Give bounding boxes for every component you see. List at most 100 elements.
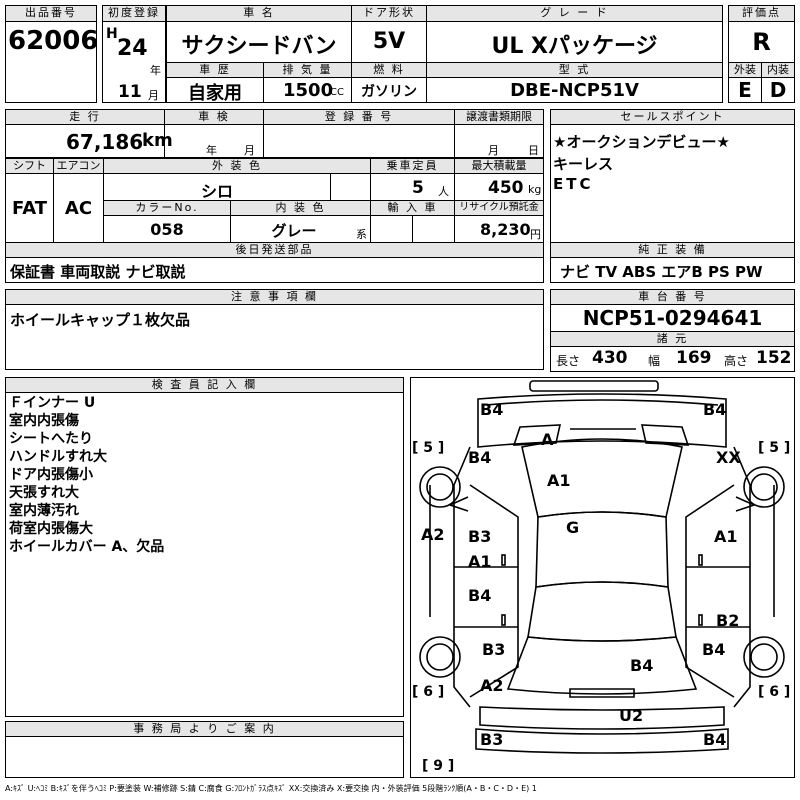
sales-header: セールスポイント xyxy=(550,109,795,125)
displacement: 1500 xyxy=(283,80,334,101)
transfer-month-unit: 月 xyxy=(488,144,499,157)
damage-mark: B3 xyxy=(482,640,506,659)
recycle-header: リサイクル預託金 xyxy=(454,200,544,216)
inspection-header: 車 検 xyxy=(164,109,264,125)
reg-month: 11 xyxy=(118,82,142,102)
score: R xyxy=(752,28,771,56)
color-divider xyxy=(330,173,331,201)
damage-mark: B4 xyxy=(630,656,654,675)
mileage-header: 走 行 xyxy=(5,109,165,125)
inspector-line: ドア内張傷小 xyxy=(9,467,93,483)
damage-diagram xyxy=(410,377,795,778)
tire-depth-front-right: [ 5 ] xyxy=(758,440,791,456)
inspection-month-unit: 月 xyxy=(244,144,255,157)
equipment: ナビ TV ABS エアB PS PW xyxy=(560,263,763,281)
capacity: 5 xyxy=(412,178,424,198)
chassis-no: NCP51-0294641 xyxy=(582,306,763,330)
score-header: 評価点 xyxy=(728,5,795,22)
tire-depth-rear-right: [ 6 ] xyxy=(758,684,791,700)
spec-header: 諸 元 xyxy=(550,331,795,347)
shift-header: シフト xyxy=(5,158,54,174)
lot-no-header: 出品番号 xyxy=(5,5,97,22)
color-no: 058 xyxy=(150,220,184,239)
office-cell xyxy=(5,736,404,778)
door: 5V xyxy=(372,29,406,54)
car-name: サクシードバン xyxy=(181,34,337,59)
int-header: 内装 xyxy=(761,62,795,78)
ac: AC xyxy=(64,198,93,219)
load-unit: kg xyxy=(528,183,542,196)
history-header: 車 歴 xyxy=(166,62,264,78)
color-no-header: カラーNo. xyxy=(103,200,231,216)
recycle: 8,230 xyxy=(480,220,531,239)
door-header: ドア形状 xyxy=(351,5,427,22)
inspector-cell xyxy=(5,392,404,717)
inspection-year-unit: 年 xyxy=(206,144,217,157)
notes: ホイールキャップ１枚欠品 xyxy=(10,311,191,329)
fuel: ガソリン xyxy=(361,84,417,100)
ship-cell xyxy=(5,257,544,283)
damage-mark: U2 xyxy=(619,706,644,725)
damage-mark: B4 xyxy=(468,586,492,605)
int-grade: D xyxy=(769,78,787,102)
width-label: 幅 xyxy=(648,354,661,368)
spec-cell xyxy=(550,346,795,372)
legend: A:ｷｽﾞ U:ﾍｺﾐ B:ｷｽﾞを伴うﾍｺﾐ P:要塗装 W:補修跡 S:錆 … xyxy=(5,784,537,793)
capacity-header: 乗車定員 xyxy=(370,158,455,174)
equip-cell xyxy=(550,257,795,283)
first-reg-cell xyxy=(102,21,166,103)
grade: UL Xパッケージ xyxy=(491,34,658,59)
model: DBE-NCP51V xyxy=(510,80,639,101)
length-label: 長さ xyxy=(556,354,581,368)
ship-parts: 保証書 車両取説 ナビ取説 xyxy=(10,263,186,281)
car-outline xyxy=(419,380,785,754)
year-unit: 年 xyxy=(150,64,161,77)
month-unit: 月 xyxy=(148,89,159,102)
damage-mark: B4 xyxy=(480,400,504,419)
damage-mark: A2 xyxy=(421,525,445,544)
inspector-line: シートへたり xyxy=(9,431,93,447)
capacity-unit: 人 xyxy=(438,185,449,198)
import-divider xyxy=(412,215,413,243)
history: 自家用 xyxy=(188,83,242,104)
mileage-unit: km xyxy=(142,130,173,151)
ship-header: 後日発送部品 xyxy=(5,242,544,258)
damage-mark: XX xyxy=(716,448,741,467)
sales-point: キーレス xyxy=(553,155,614,173)
tire-depth-front-left: [ 5 ] xyxy=(412,440,445,456)
import-header: 輸 入 車 xyxy=(370,200,455,216)
car-name-header: 車 名 xyxy=(166,5,352,22)
lot-no-cell xyxy=(5,21,97,103)
damage-mark: A1 xyxy=(547,471,571,490)
length: 430 xyxy=(592,348,628,368)
ext-grade: E xyxy=(738,78,752,102)
int-color-suffix: 系 xyxy=(356,228,367,241)
model-header: 型 式 xyxy=(426,62,723,78)
damage-mark: B4 xyxy=(702,640,726,659)
int-color: グレー xyxy=(271,222,317,240)
reg-year: 24 xyxy=(117,36,148,61)
damage-mark: A xyxy=(541,430,554,449)
height: 152 xyxy=(756,348,792,368)
first-reg-header: 初度登録 xyxy=(102,5,166,22)
tire-depth-spare: [ 9 ] xyxy=(422,758,455,774)
office-header: 事 務 局 よ り ご 案 内 xyxy=(5,721,404,737)
notes-header: 注 意 事 項 欄 xyxy=(5,289,544,305)
damage-mark: A1 xyxy=(714,527,738,546)
transfer-cell xyxy=(454,124,544,158)
int-color-header: 内 装 色 xyxy=(230,200,371,216)
damage-mark: B4 xyxy=(703,730,727,749)
width: 169 xyxy=(676,348,712,368)
fuel-header: 燃 料 xyxy=(351,62,427,78)
chassis-header: 車 台 番 号 xyxy=(550,289,795,305)
damage-mark: A2 xyxy=(480,676,504,695)
damage-mark: B3 xyxy=(480,730,504,749)
damage-mark: B4 xyxy=(468,448,492,467)
inspector-line: 荷室内張傷大 xyxy=(9,521,93,537)
inspector-line: 室内薄汚れ xyxy=(9,503,79,519)
plate-header: 登 録 番 号 xyxy=(263,109,455,125)
height-label: 高さ xyxy=(724,354,749,368)
inspector-line: ホイールカバー A、欠品 xyxy=(9,539,165,555)
transfer-header: 譲渡書類期限 xyxy=(454,109,544,125)
tire-depth-rear-left: [ 6 ] xyxy=(412,684,445,700)
